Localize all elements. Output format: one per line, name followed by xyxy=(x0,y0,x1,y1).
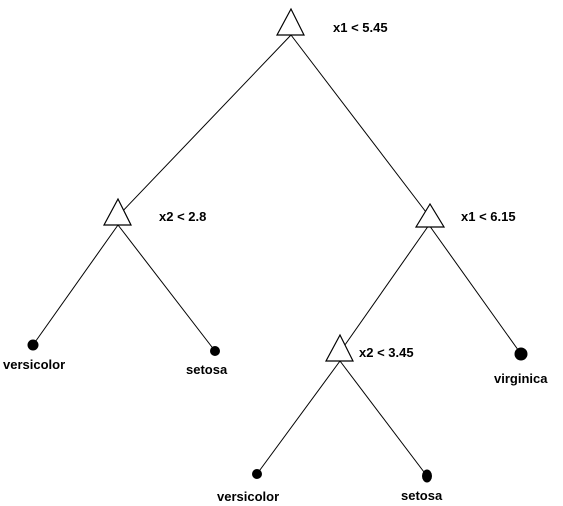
inner-split-triangle-icon xyxy=(324,333,354,362)
root-split-triangle-icon xyxy=(275,7,305,36)
class-labels: versicolor setosa virginica versicolor s… xyxy=(3,357,548,504)
leaf-versicolor-2-label: versicolor xyxy=(217,489,279,504)
right-split-triangle-icon xyxy=(414,202,446,228)
leaf-setosa-2-dot-icon xyxy=(422,469,432,483)
edge-x1-split-to-x2-split xyxy=(339,224,430,353)
left-condition-label: x2 < 2.8 xyxy=(159,209,206,224)
leaf-virginica-dot-icon xyxy=(514,347,528,361)
condition-labels: x1 < 5.45 x2 < 2.8 x1 < 6.15 x2 < 3.45 xyxy=(159,20,516,360)
right-condition-label: x1 < 6.15 xyxy=(461,209,516,224)
edge-root-to-x1-split xyxy=(290,34,430,217)
leaf-setosa-2-label: setosa xyxy=(401,488,443,503)
edge-x2-split-to-versicolor xyxy=(32,224,119,346)
edge-inner-split-to-setosa xyxy=(339,360,428,477)
tree-edges xyxy=(32,34,522,477)
edge-x1-split-to-virginica xyxy=(428,224,522,355)
leaf-versicolor-1-label: versicolor xyxy=(3,357,65,372)
leaf-setosa-1-label: setosa xyxy=(186,362,228,377)
leaf-virginica-label: virginica xyxy=(494,371,548,386)
leaf-versicolor-1-dot-icon xyxy=(27,339,39,351)
edge-root-to-x2-split xyxy=(117,34,292,217)
split-nodes xyxy=(102,7,446,362)
leaf-versicolor-2-dot-icon xyxy=(252,469,262,479)
edge-inner-split-to-versicolor xyxy=(256,360,341,475)
edge-x2-split-to-setosa xyxy=(117,224,216,352)
root-condition-label: x1 < 5.45 xyxy=(333,20,388,35)
inner-condition-label: x2 < 3.45 xyxy=(359,345,414,360)
leaf-nodes xyxy=(27,339,528,483)
left-split-triangle-icon xyxy=(102,197,132,226)
leaf-setosa-1-dot-icon xyxy=(210,346,220,356)
